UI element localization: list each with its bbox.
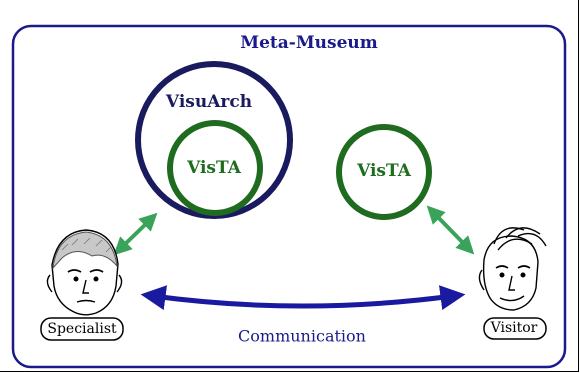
communication-label: Communication	[238, 326, 366, 346]
visitor-label: Visitor	[490, 320, 538, 336]
communication-arrow	[140, 285, 466, 311]
specialist-link-arrow	[113, 212, 158, 256]
vista-ring-specialist	[167, 120, 263, 216]
visuarch-label: VisuArch	[165, 92, 253, 112]
specialist-label-box	[40, 317, 124, 341]
visitor-face-icon	[478, 227, 547, 311]
vista-specialist-label: VisTA	[187, 158, 241, 178]
visitor-label-box	[483, 317, 547, 340]
specialist-label: Specialist	[47, 321, 117, 337]
vista-ring-visitor	[336, 124, 432, 220]
meta-museum-boundary	[11, 24, 567, 369]
specialist-face-icon	[46, 229, 123, 316]
visitor-link-arrow	[426, 205, 475, 255]
vista-visitor-label: VisTA	[357, 161, 411, 181]
visuarch-ring	[135, 61, 293, 219]
diagram-title: Meta-Museum	[240, 33, 378, 53]
